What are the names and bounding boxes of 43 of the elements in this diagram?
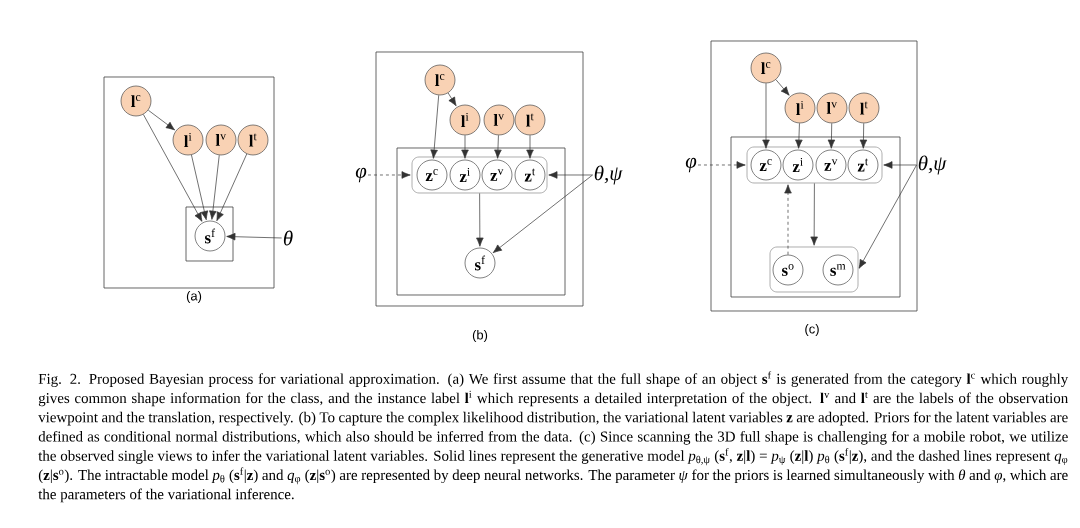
- plate-box: [710, 40, 918, 312]
- panel-label: (a): [186, 290, 202, 304]
- arrow: [526, 135, 534, 159]
- arrow: [216, 153, 248, 222]
- arrow: [775, 79, 790, 96]
- arrow: [226, 232, 283, 241]
- arrow: [697, 161, 746, 169]
- panel-label: (b): [472, 329, 488, 343]
- parameter-symbol: φ: [685, 157, 697, 173]
- arrow: [548, 171, 593, 179]
- arrow: [858, 164, 917, 269]
- arrow: [430, 94, 440, 159]
- arrow: [827, 123, 836, 149]
- caption-text: Fig. 2. Proposed Bayesian process for variational approximation. (a) We first assume that the full shape of an object s$^{f}$ is generated from the category l$^{c}$ which roughly gives common shape information for the class, and the instance label l$^{i}$ which represents a detailed interpretation of the object. l$^{v}$ and l$^{t}$ are the labels of the observation viewpoint and the translation, respectively. (b) To capture the complex likelihood distribution, the variational latent variables z are adopted. Priors for the latent variables are defined as conditional normal distributions, which also should be inferred from the data. (c) Since scanning the 3D full shape is challenging for a mobile robot, we utilize the observed single views to infer the variational latent variables. Solid lines represent the generative model p$_{θ,ψ}$ (s$^{f}$, z|l) = p$_{ψ}$ (z|l) p$_{θ}$ (s$^{f}$|z), and the dashed lines represent q$_{φ}$ (z|s$^{o}$). The intractable model p$_{θ}$ (s$^{f}$|z) and q$_{φ}$ (z|s$^{o}$) are represented by deep neural networks. The parameter ψ for the priors is learned simultaneously with θ and φ, which are the parameters of the variational inference.: [38, 371, 1069, 503]
- arrow: [367, 171, 411, 179]
- plate-box: [375, 51, 584, 307]
- arrow: [209, 154, 220, 220]
- arrow: [859, 123, 868, 149]
- group-box: [769, 246, 859, 293]
- group-box: [411, 156, 548, 194]
- parameter-symbol: φ: [355, 167, 367, 183]
- plate-box: [730, 136, 901, 298]
- arrow: [784, 184, 792, 255]
- group-box: [746, 146, 883, 184]
- arrow: [461, 135, 469, 159]
- parameter-symbol: θ: [283, 230, 293, 246]
- arrow: [762, 83, 770, 149]
- arrow: [795, 123, 803, 149]
- plate-box: [396, 147, 566, 296]
- arrow: [191, 154, 209, 221]
- arrow: [492, 174, 593, 254]
- parameter-symbol: θ,ψ: [918, 155, 947, 175]
- parameter-symbol: θ,ψ: [594, 165, 623, 185]
- arrow: [143, 114, 203, 222]
- plate-box: [185, 206, 234, 262]
- arrow: [883, 161, 917, 169]
- arrow: [147, 109, 175, 131]
- arrow: [447, 92, 457, 107]
- arrow: [494, 135, 502, 159]
- arrow: [476, 193, 484, 247]
- arrow: [810, 183, 818, 246]
- plate-box: [103, 76, 275, 289]
- panel-label: (c): [805, 323, 819, 337]
